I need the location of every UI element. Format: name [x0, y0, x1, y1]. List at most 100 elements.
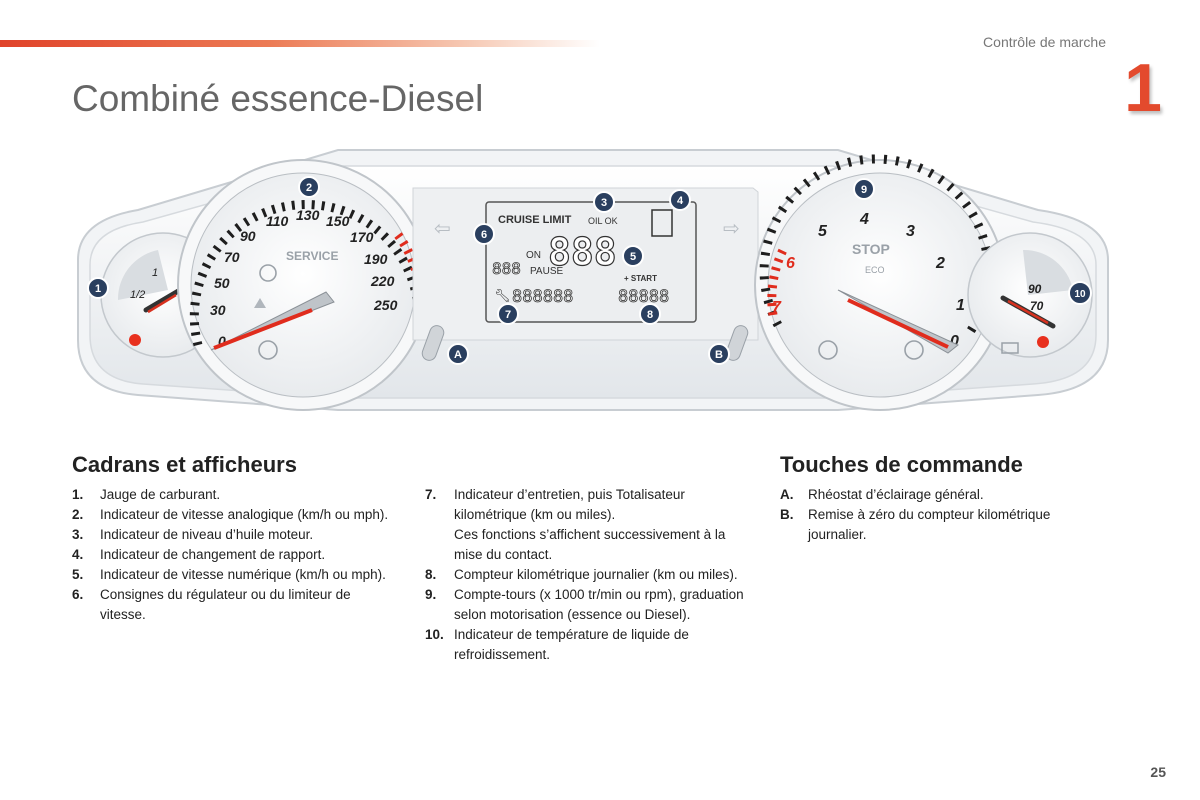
speed-tick-170: 170 — [350, 229, 374, 245]
stop-label: STOP — [852, 241, 890, 257]
speed-tick-130: 130 — [296, 207, 320, 223]
callout-1: 1 — [87, 277, 109, 299]
odometer-digits: 888888 — [512, 287, 573, 307]
gear-shift-indicator-icon — [651, 209, 673, 237]
lcd-screen — [485, 201, 697, 323]
rpm-tick-2: 2 — [935, 255, 945, 272]
svg-text:10: 10 — [1074, 289, 1086, 300]
pause-label: PAUSE — [530, 266, 563, 277]
list-item: 10.Indicateur de température de liquide … — [425, 627, 689, 662]
speed-tick-250: 250 — [373, 297, 398, 313]
list-item: 3.Indicateur de niveau d’huile moteur. — [72, 527, 314, 542]
list-item: 6.Consignes du régulateur ou du limiteur… — [72, 587, 351, 622]
svg-text:9: 9 — [861, 184, 867, 196]
start-label: + START — [624, 274, 657, 283]
list-item: 5.Indicateur de vitesse numérique (km/h … — [72, 567, 386, 582]
svg-text:A: A — [454, 349, 462, 361]
rpm-tick-7: 7 — [772, 299, 782, 316]
pause-digits: 888 — [492, 259, 521, 278]
rpm-tick-6: 6 — [786, 255, 795, 272]
callout-8: 8 — [639, 303, 661, 325]
callout-a: A — [447, 343, 469, 365]
callout-7: 7 — [497, 303, 519, 325]
fuel-tick-half: 1/2 — [130, 289, 145, 301]
dials-list: 1.Jauge de carburant. 2.Indicateur de vi… — [72, 485, 392, 625]
callout-5: 5 — [622, 245, 644, 267]
chapter-number: 1 — [1124, 50, 1162, 126]
controls-list: A.Rhéostat d’éclairage général. B.Remise… — [780, 485, 1110, 545]
speed-tick-220: 220 — [370, 273, 395, 289]
chapter-title: Contrôle de marche — [983, 34, 1106, 50]
svg-text:B: B — [715, 349, 723, 361]
callout-6: 6 — [473, 223, 495, 245]
on-label: ON — [526, 250, 541, 261]
callout-3: 3 — [593, 191, 615, 213]
svg-text:6: 6 — [481, 229, 487, 241]
temperature-gauge: 70 90 — [967, 232, 1093, 358]
svg-text:5: 5 — [630, 251, 636, 263]
speed-tick-70: 70 — [224, 249, 240, 265]
svg-text:2: 2 — [306, 182, 312, 194]
oil-ok-label: OIL OK — [588, 216, 618, 226]
page-title: Combiné essence-Diesel — [72, 78, 484, 119]
speed-tick-30: 30 — [210, 302, 226, 318]
svg-text:7: 7 — [505, 309, 511, 321]
rpm-tick-1: 1 — [956, 297, 965, 314]
instrument-cluster-illustration: 1/2 1 0 30 50 70 90 110 130 150 170 190 … — [77, 149, 1109, 411]
rpm-tick-0: 0 — [950, 333, 959, 350]
speedometer: 0 30 50 70 90 110 130 150 170 190 220 25… — [177, 159, 429, 411]
list-item: 9.Compte-tours (x 1000 tr/min ou rpm), g… — [425, 587, 744, 622]
section-title-dials: Cadrans et afficheurs — [72, 452, 297, 477]
battery-icon — [1001, 342, 1019, 354]
speed-tick-50: 50 — [214, 275, 230, 291]
callout-10: 10 — [1068, 281, 1092, 305]
eco-label: ECO — [865, 265, 885, 275]
arrow-left-icon: ⇦ — [434, 218, 451, 240]
parking-brake-icon — [258, 340, 278, 360]
parking-brake-icon-right — [904, 340, 924, 360]
svg-text:3: 3 — [601, 197, 607, 209]
digital-speed: 888 — [548, 230, 617, 274]
speed-tick-190: 190 — [364, 251, 388, 267]
dimmer-button-a — [421, 325, 445, 361]
speed-tick-90: 90 — [240, 228, 256, 244]
list-item: 4.Indicateur de changement de rapport. — [72, 547, 326, 562]
central-display: ⇦ ⇨ CRUISE LIMIT OIL OK 888 ON 888 PAUSE… — [412, 187, 759, 361]
reset-button-b — [725, 325, 749, 361]
svg-text:4: 4 — [677, 195, 684, 207]
list-item: 2.Indicateur de vitesse analogique (km/h… — [72, 507, 389, 522]
callout-9: 9 — [853, 178, 875, 200]
list-item: 1.Jauge de carburant. — [72, 487, 221, 502]
temp-tick-90: 90 — [1028, 282, 1042, 296]
tachometer: 0 1 2 3 4 5 6 7 STOP ECO — [754, 154, 1006, 411]
callout-4: 4 — [669, 189, 691, 211]
service-label: SERVICE — [286, 249, 338, 263]
svg-text:8: 8 — [647, 309, 653, 321]
brake-warning-icon — [259, 264, 277, 282]
list-item: B.Remise à zéro du compteur kilométrique… — [780, 507, 1051, 542]
callout-2: 2 — [298, 176, 320, 198]
rpm-tick-5: 5 — [818, 223, 828, 240]
speed-tick-150: 150 — [326, 213, 350, 229]
section-title-controls: Touches de commande — [780, 452, 1023, 477]
list-item: 8.Compteur kilométrique journalier (km o… — [425, 567, 738, 582]
fuel-tick-full: 1 — [152, 267, 158, 279]
list-item: 7.Indicateur d’entretien, puis Totalisat… — [425, 487, 726, 562]
header-accent-bar — [0, 40, 600, 47]
list-item: A.Rhéostat d’éclairage général. — [780, 487, 984, 502]
wrench-icon: 🔧︎ — [494, 288, 511, 303]
seatbelt-icon — [254, 298, 266, 308]
arrow-right-icon: ⇨ — [723, 218, 740, 240]
speed-tick-110: 110 — [266, 213, 289, 229]
svg-text:1: 1 — [95, 283, 101, 295]
temp-tick-70: 70 — [1030, 299, 1044, 313]
page-number: 25 — [1150, 764, 1166, 780]
trip-digits: 88888 — [618, 287, 669, 307]
dials-list-continued: 7.Indicateur d’entretien, puis Totalisat… — [425, 485, 755, 665]
rpm-tick-4: 4 — [859, 211, 869, 228]
speed-tick-0: 0 — [218, 333, 226, 349]
rpm-tick-3: 3 — [906, 223, 915, 240]
cruise-limit-label: CRUISE LIMIT — [498, 214, 572, 226]
tyre-pressure-icon — [818, 340, 838, 360]
callout-b: B — [708, 343, 730, 365]
